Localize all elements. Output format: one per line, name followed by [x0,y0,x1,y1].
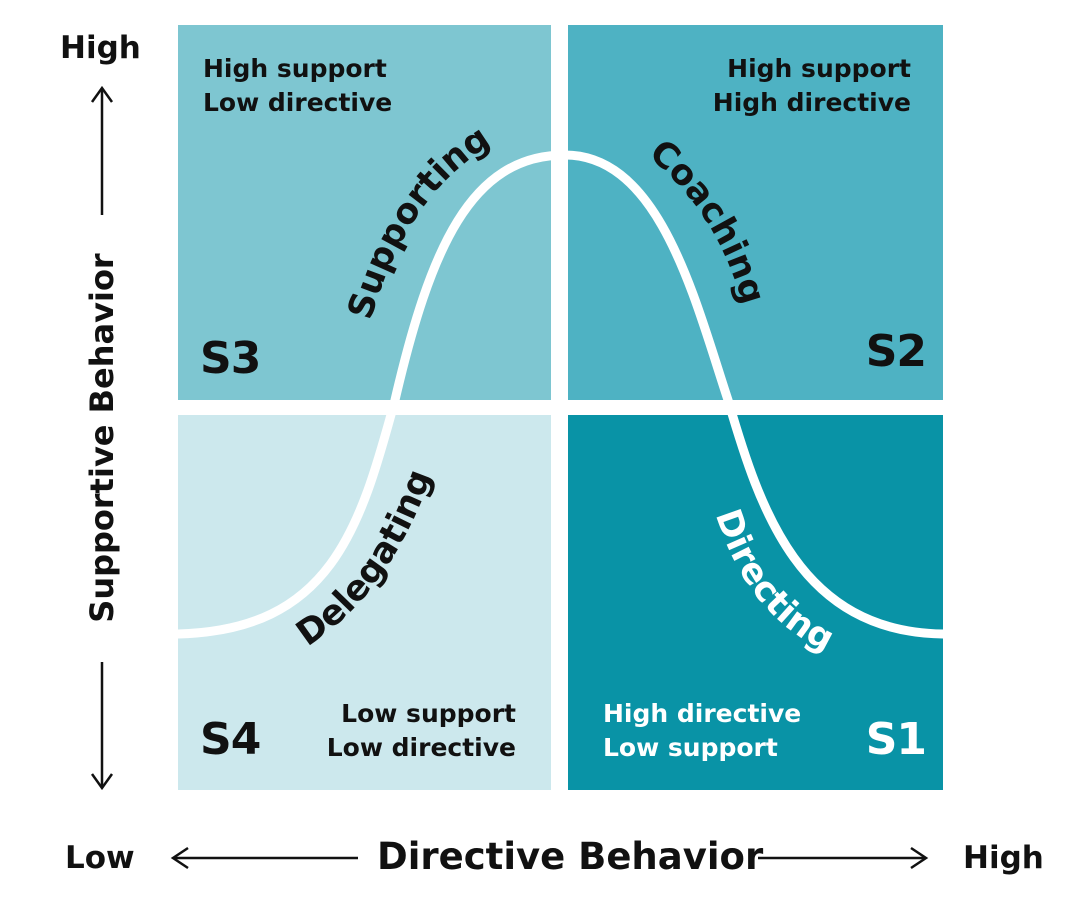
quadrant-s2 [568,25,943,400]
quadrant-code-s3: S3 [200,333,261,384]
x-axis-high-label: High [963,840,1044,876]
s4-line-2: Low directive [326,733,516,762]
x-axis-low-label: Low [65,840,135,876]
x-axis-label: Directive Behavior [377,835,764,878]
quadrant-s2-description: High support High directive [713,52,911,120]
quadrant-s4 [178,415,551,790]
y-axis-up-arrow [90,85,114,215]
quadrant-code-s4: S4 [200,714,261,765]
s1-line-1: High directive [603,699,802,728]
quadrant-code-s1: S1 [865,714,927,765]
s3-line-2: Low directive [203,88,393,117]
x-axis-right-arrow [758,846,929,870]
s4-line-1: Low support [341,699,516,728]
leadership-curve [173,150,948,639]
x-axis-left-arrow [170,846,358,870]
y-axis-down-arrow [90,662,114,791]
s3-line-1: High support [203,54,387,83]
quadrant-s3 [178,25,551,400]
quadrant-s1-description: High directive Low support [603,697,801,765]
s2-line-1: High support [727,54,911,83]
quadrant-s4-description: Low support Low directive [327,697,516,765]
quadrant-code-s2: S2 [865,326,927,377]
y-axis-high-label: High [60,30,141,66]
s1-line-2: Low support [603,733,778,762]
quadrant-s3-description: High support Low directive [203,52,392,120]
y-axis-label: Supportive Behavior [83,253,121,623]
s2-line-2: High directive [712,88,911,117]
style-label-supporting: Supporting [341,118,497,324]
